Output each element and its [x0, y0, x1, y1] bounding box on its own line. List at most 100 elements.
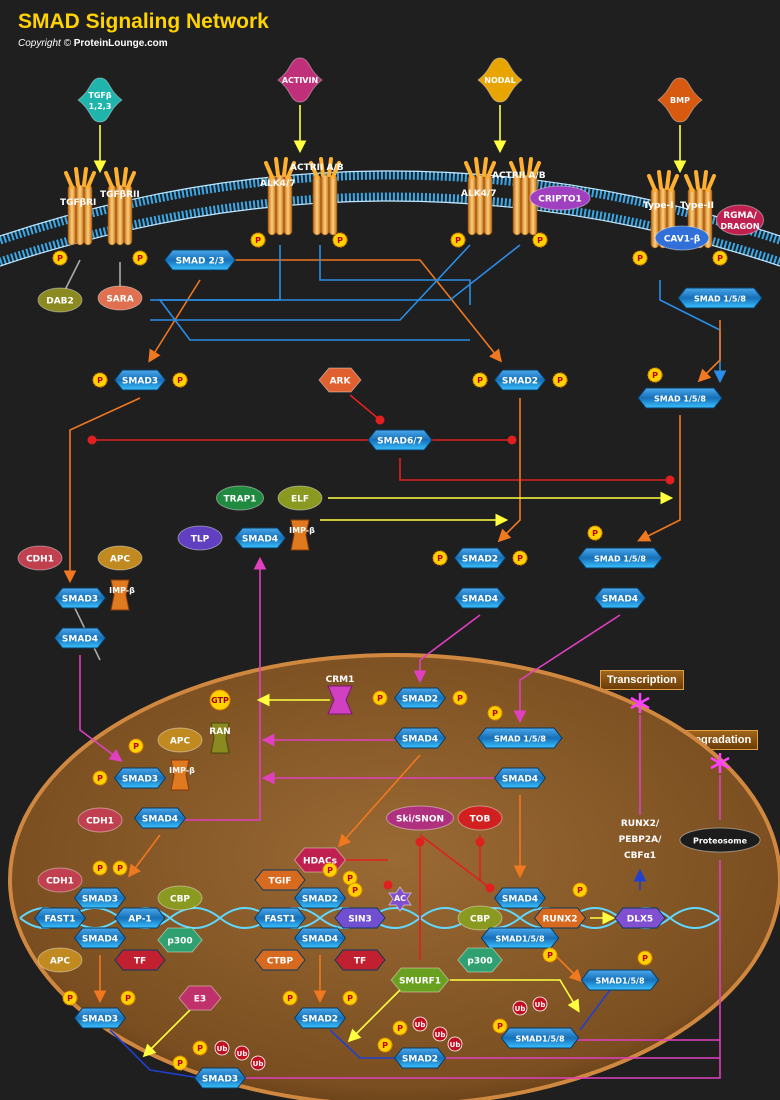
node-label: IMP-β [289, 526, 315, 535]
protein-smad6-7: SMAD6/7 [367, 429, 433, 451]
gene-label: CBFα1 [624, 851, 656, 861]
factor-apc: APC [97, 545, 143, 571]
phosphate-mark: P [62, 990, 78, 1006]
node-label: ARK [330, 377, 352, 387]
phosphate-mark: P [572, 882, 588, 898]
node-label: CDH1 [86, 817, 114, 827]
phosphate-mark: P [372, 690, 388, 706]
svg-text:P: P [67, 994, 73, 1003]
gene-label: PEBP2A/ [619, 835, 662, 845]
receptor-label: ALK4/7 [461, 189, 497, 199]
node-label: SMAD4 [302, 935, 338, 945]
node-label: CDH1 [26, 555, 54, 565]
svg-text:P: P [652, 371, 658, 380]
protein-smad1-5-8: SMAD1/5/8 [480, 927, 560, 949]
protein-smad2: SMAD2 [393, 687, 447, 709]
protein-smad3: SMAD3 [73, 1007, 127, 1029]
svg-text:P: P [125, 994, 131, 1003]
phosphate-mark: P [377, 1037, 393, 1053]
ligand-label: BMP [670, 96, 690, 105]
receptor-label: ALK4/7 [260, 179, 296, 189]
protein-runx2: RUNX2 [533, 907, 587, 929]
factor-crm1: CRM1 [326, 675, 354, 715]
copyright-site: ProteinLounge.com [73, 38, 168, 49]
receptor-alk4-7: ALK4/7 [461, 157, 497, 236]
svg-text:Ub: Ub [217, 1045, 228, 1053]
svg-text:P: P [177, 376, 183, 385]
protein-smad4: SMAD4 [73, 927, 127, 949]
svg-text:P: P [377, 694, 383, 703]
node-label: SMAD 1/5/8 [494, 735, 546, 744]
receptor-label: Type-II [680, 201, 714, 211]
protein-smad4: SMAD4 [293, 927, 347, 949]
node-label: SMAD2 [402, 1055, 438, 1065]
phosphate-mark: P [587, 525, 603, 541]
ubiquitin-mark: Ub [412, 1016, 428, 1032]
protein-sin3: SIN3 [334, 907, 386, 929]
svg-text:P: P [97, 376, 103, 385]
phosphate-mark: P [472, 372, 488, 388]
factor-cripto1: CRIPTO1 [529, 185, 591, 211]
phosphate-mark: P [52, 250, 68, 266]
node-label: DAB2 [46, 297, 74, 307]
node-label: TF [134, 957, 146, 967]
node-label: SMAD 1/5/8 [654, 395, 706, 404]
node-label: SMAD4 [402, 735, 438, 745]
protein-smad-2-3: SMAD 2/3 [163, 249, 237, 271]
svg-text:P: P [133, 742, 139, 751]
phosphate-mark: P [92, 372, 108, 388]
receptor-label: TGFβRI [60, 198, 96, 208]
svg-text:P: P [457, 694, 463, 703]
ubiquitin-mark: Ub [432, 1026, 448, 1042]
inhibition-marks [87, 415, 675, 893]
phosphate-mark: P [712, 250, 728, 266]
svg-text:P: P [347, 874, 353, 883]
protein-smad2: SMAD2 [293, 1007, 347, 1029]
factor-smurf1: SMURF1 [390, 967, 450, 993]
node-label: SMAD1/5/8 [515, 1035, 565, 1044]
phosphate-mark: P [392, 1020, 408, 1036]
ubiquitin-mark: Ub [512, 1000, 528, 1016]
page-title: SMAD Signaling Network [18, 10, 269, 33]
svg-text:P: P [177, 1059, 183, 1068]
gene-label: RUNX2/ [621, 819, 660, 829]
factor-tob: TOB [457, 805, 503, 831]
protein-smad-1-5-8: SMAD 1/5/8 [637, 387, 723, 409]
protein-dlx5: DLX5 [614, 907, 666, 929]
protein-smad-1-5-8: SMAD 1/5/8 [577, 547, 663, 569]
node-label: SMAD 2/3 [176, 257, 225, 267]
node-label: SMAD4 [242, 535, 278, 545]
node-label: DLX5 [627, 915, 653, 925]
node-label: FAST1 [45, 915, 76, 925]
protein-ap-1: AP-1 [114, 907, 166, 929]
node-label: p300 [167, 937, 192, 947]
protein-smad3: SMAD3 [193, 1067, 247, 1089]
receptor-actrii-a-b: ACTRII A/B [492, 157, 546, 236]
svg-text:P: P [337, 236, 343, 245]
svg-text:Ub: Ub [450, 1041, 461, 1049]
svg-text:P: P [397, 1024, 403, 1033]
svg-text:P: P [577, 886, 583, 895]
copyright-prefix: Copyright © [18, 38, 71, 49]
svg-text:Ub: Ub [415, 1021, 426, 1029]
node-label: Ski/SNON [396, 815, 444, 825]
protein-smad4: SMAD4 [493, 887, 547, 909]
phosphate-mark: P [347, 882, 363, 898]
factor-apc: APC [157, 727, 203, 753]
node-label: SIN3 [348, 915, 372, 925]
node-label: SMAD3 [122, 377, 158, 387]
receptor-tgf-rii: TGFβRII [100, 167, 140, 246]
node-label: IMP-β [169, 766, 195, 775]
svg-text:Ub: Ub [435, 1031, 446, 1039]
phosphate-mark: P [647, 367, 663, 383]
factor-cdh1: CDH1 [77, 807, 123, 833]
svg-text:P: P [642, 954, 648, 963]
factor-ark: ARK [318, 367, 362, 393]
svg-text:P: P [347, 994, 353, 1003]
factor-imp: IMP-β [289, 519, 315, 551]
node-label: FAST1 [265, 915, 296, 925]
factor-cbp: CBP [457, 905, 503, 931]
protein-tf: TF [334, 949, 386, 971]
